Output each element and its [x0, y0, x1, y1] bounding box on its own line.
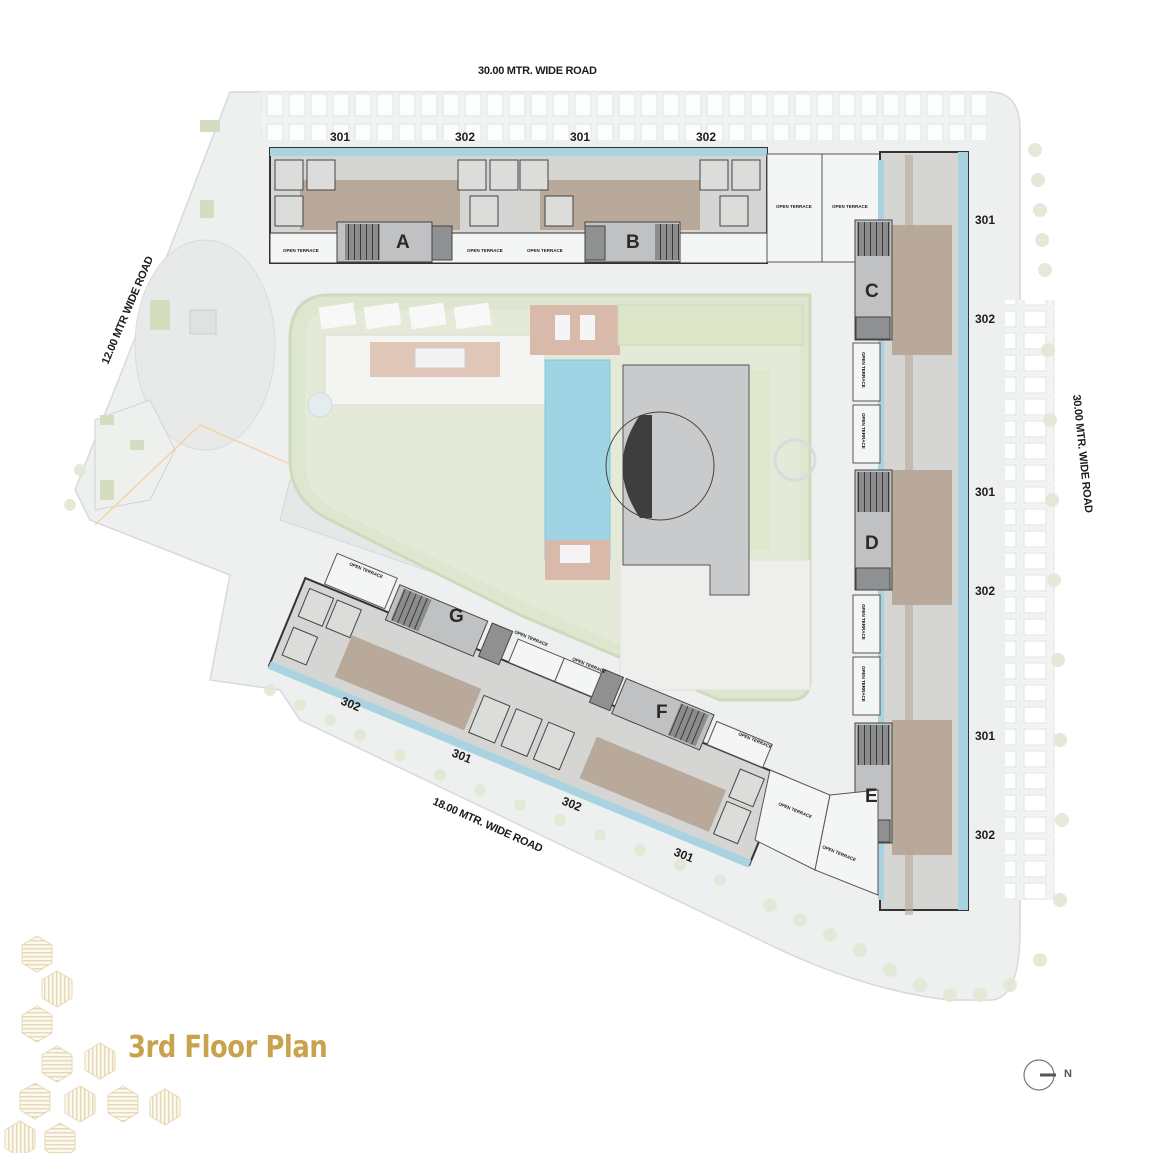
road-label-right: 30.00 MTR. WIDE ROAD — [1070, 394, 1094, 514]
terrace-label: OPEN TERRACE — [467, 248, 503, 253]
wing-top — [269, 147, 881, 264]
hexagon-decoration — [4, 935, 181, 1153]
clubhouse — [605, 364, 750, 596]
tree-line — [64, 143, 1069, 1002]
wing-southwest — [267, 552, 788, 868]
unit-label: 301 — [975, 729, 995, 743]
unit-label: 301 — [570, 130, 590, 144]
block-label-g: G — [449, 606, 464, 627]
unit-label: 302 — [455, 130, 475, 144]
block-label-e: E — [865, 786, 878, 807]
terrace-label: OPEN TERRACE — [861, 413, 866, 449]
block-label-f: F — [656, 702, 668, 723]
unit-label: 302 — [975, 312, 995, 326]
north-compass-icon — [1023, 1059, 1056, 1091]
unit-label: 301 — [975, 213, 995, 227]
block-label-b: B — [626, 232, 640, 253]
block-label-c: C — [865, 281, 879, 302]
terrace-label: OPEN TERRACE — [527, 248, 563, 253]
unit-label: 302 — [975, 828, 995, 842]
terrace-label: OPEN TERRACE — [861, 666, 866, 702]
page-title: 3rd Floor Plan — [128, 1030, 328, 1065]
terrace-label: OPEN TERRACE — [776, 204, 812, 209]
terrace-label: OPEN TERRACE — [832, 204, 868, 209]
road-label-top: 30.00 MTR. WIDE ROAD — [478, 65, 597, 77]
unit-label: 302 — [975, 584, 995, 598]
wing-east — [852, 151, 969, 915]
unit-label: 301 — [330, 130, 350, 144]
terrace-label: OPEN TERRACE — [861, 604, 866, 640]
terrace-label: OPEN TERRACE — [283, 248, 319, 253]
block-label-d: D — [865, 533, 879, 554]
unit-label: 301 — [975, 485, 995, 499]
terrace-label: OPEN TERRACE — [861, 352, 866, 388]
north-label: N — [1064, 1068, 1072, 1080]
block-label-a: A — [396, 232, 410, 253]
corner-terraces — [754, 769, 879, 896]
unit-label: 302 — [696, 130, 716, 144]
